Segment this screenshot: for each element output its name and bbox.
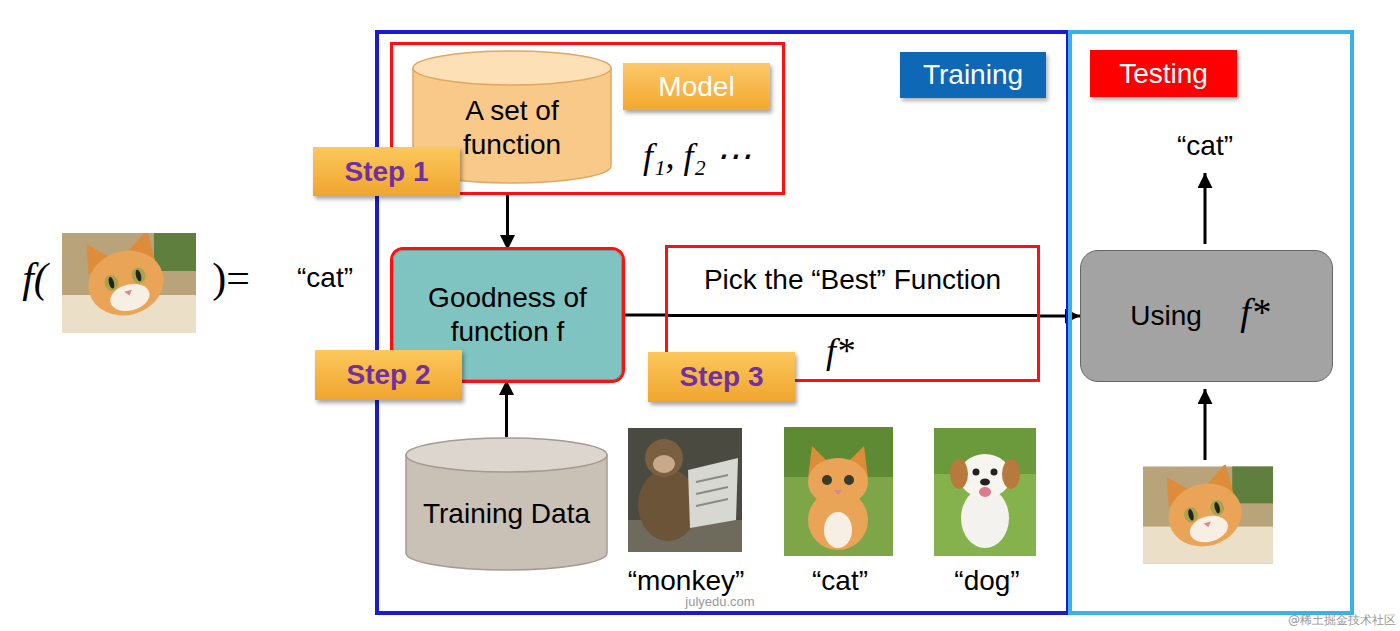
- node-text: Training: [900, 52, 1046, 98]
- dog-ear: [950, 459, 968, 489]
- node-text: f₁, f₂ ⋯: [622, 130, 772, 184]
- flow-line: [668, 314, 1037, 317]
- photo-ground: [934, 428, 1036, 556]
- formula-text: )=: [200, 250, 262, 306]
- photo-ground: [628, 428, 742, 552]
- dog-eye: [991, 469, 998, 476]
- testing-region: TestingUsingf*: [1068, 30, 1354, 615]
- node-text: Using: [1112, 294, 1220, 338]
- input-arrow: [1204, 389, 1207, 460]
- dog-nose: [980, 479, 990, 486]
- output-arrow: [1204, 173, 1207, 244]
- node-text: Step 1: [313, 147, 460, 196]
- newspaper-print: [696, 487, 728, 494]
- node-text: Testing: [1090, 50, 1237, 97]
- class-label: “dog”: [934, 560, 1040, 602]
- cat-photo: [1143, 460, 1273, 563]
- flow-arrow: [1040, 315, 1080, 318]
- model-badge: Model: [623, 63, 770, 110]
- dog-photo: [934, 428, 1036, 556]
- node-text: Step 2: [315, 350, 462, 400]
- model-use-box: Usingf*: [1080, 250, 1333, 382]
- flow-arrow: [506, 195, 509, 250]
- output-label: “cat”: [1158, 126, 1252, 166]
- node-text: f*: [808, 328, 872, 376]
- dog-ear: [1002, 459, 1020, 489]
- node-text: Model: [623, 63, 770, 110]
- monkey-face: [653, 455, 675, 473]
- flow-arrow: [505, 380, 508, 437]
- newspaper: [688, 458, 738, 528]
- node-text: Training Data: [419, 470, 594, 558]
- step-badge: Step 3: [648, 352, 795, 402]
- formula-text: f(: [8, 250, 62, 306]
- cat-photo: [62, 227, 196, 333]
- photo-ground: [784, 427, 893, 556]
- dog-body: [961, 488, 1009, 548]
- kitten-eye: [822, 475, 832, 485]
- node-text: f*: [1224, 286, 1286, 340]
- dog-tongue: [979, 487, 991, 497]
- node-text: Step 3: [648, 352, 795, 402]
- step-badge: Step 1: [313, 147, 460, 196]
- class-label: “cat”: [794, 560, 886, 602]
- newspaper-print: [696, 475, 728, 482]
- monkey-head: [645, 439, 683, 477]
- training-region: Trainingf₁, f₂ ⋯A set of functionModelSt…: [375, 30, 1070, 615]
- output-label: “cat”: [282, 258, 368, 298]
- watermark: @稀土掘金技术社区: [1250, 611, 1396, 629]
- kitten-head: [808, 458, 868, 506]
- monkey-photo: [628, 428, 742, 552]
- training-data-cylinder: Training Data: [405, 437, 608, 571]
- kitten-eye: [844, 475, 854, 485]
- dog-eye: [973, 469, 980, 476]
- newspaper-print: [696, 499, 728, 506]
- node-text: Pick the “Best” Function: [668, 258, 1037, 302]
- kitten-nose: [834, 490, 842, 495]
- flow-arrow: [622, 314, 665, 317]
- kitten-chest: [824, 512, 852, 548]
- step-badge: Step 2: [315, 350, 462, 400]
- watermark: julyedu.com: [664, 592, 776, 611]
- kitten-photo: [784, 427, 893, 556]
